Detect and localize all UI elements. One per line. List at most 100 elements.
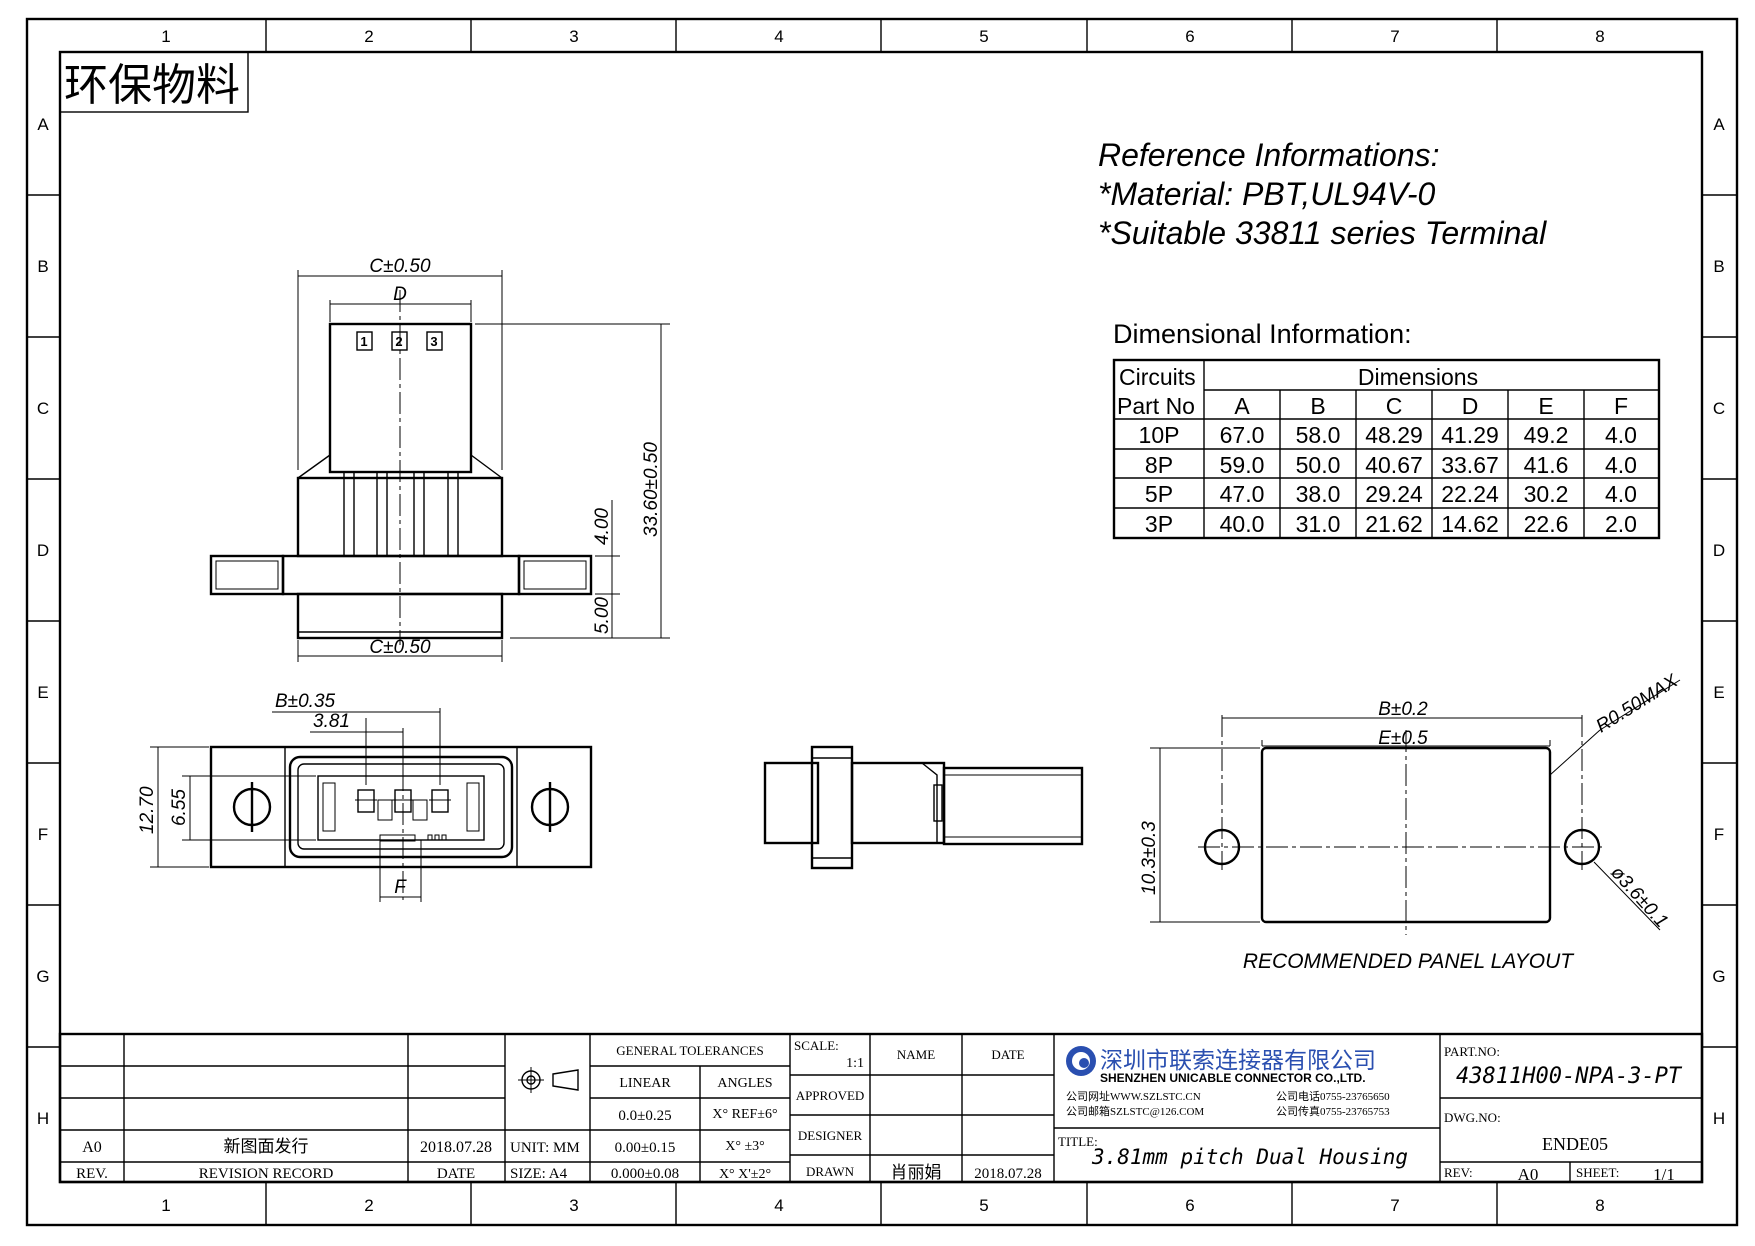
dim-f: F [394,877,407,898]
dim-cell: 58.0 [1296,422,1341,448]
dim-cell: 40.67 [1365,452,1423,478]
eco-stamp-text: 环保物料 [64,61,240,110]
dwg-label: DWG.NO: [1444,1110,1501,1125]
dim-row-part: 8P [1145,452,1173,478]
drawn-date: 2018.07.28 [974,1166,1042,1182]
dim-cell: 2.0 [1605,511,1637,537]
dim-row-part: 10P [1139,422,1180,448]
col-label-6-top: 6 [1185,27,1194,46]
pin-label-1: 1 [360,334,367,349]
rev-row-rev: A0 [82,1139,102,1156]
tol-angles-header: ANGLES [717,1076,772,1091]
col-label-1-top: 1 [161,27,170,46]
panel-dim-radius: R0.50MAX [1593,670,1683,737]
row-label-c-left: C [37,399,49,418]
panel-layout: B±0.2 E±0.5 R0.50MAX 10.3±0.3 ø3.6±0.1 R… [1139,670,1683,973]
part-label: PART.NO: [1444,1044,1500,1059]
dim-cell: 50.0 [1296,452,1341,478]
tol-angle-3: X° X'±2° [719,1167,771,1182]
dim-cell: 41.29 [1441,422,1499,448]
rev-header-record: REVISION RECORD [199,1166,334,1182]
dim-5-00: 5.00 [592,597,613,634]
panel-dim-height: 10.3±0.3 [1139,821,1160,895]
dim-6-55: 6.55 [169,789,190,826]
dim-cell: 4.0 [1605,481,1637,507]
top-view: B±0.35 3.81 12.70 6.55 F [137,691,593,902]
scale-label: SCALE: [794,1038,839,1053]
dim-cell: 4.0 [1605,422,1637,448]
sheet-label: SHEET: [1576,1165,1619,1180]
dim-b-top: B±0.35 [275,691,336,712]
row-label-g-right: G [1712,967,1725,986]
dim-cell: 29.24 [1365,481,1423,507]
general-tolerances: GENERAL TOLERANCES [616,1043,763,1058]
dim-cell: 40.0 [1220,511,1265,537]
panel-dim-b: B±0.2 [1378,699,1428,720]
row-label-e-left: E [37,683,48,702]
dim-col-b: B [1310,393,1325,419]
dimension-table: Dimensional Information: Circuits Part N… [1112,319,1661,540]
dim-col-a: A [1234,393,1250,419]
row-label-e-right: E [1713,683,1724,702]
panel-dim-e: E±0.5 [1378,728,1428,749]
dim-cell: 31.0 [1296,511,1341,537]
dim-c-top: C±0.50 [369,256,431,277]
rev-header-rev: REV. [76,1166,108,1182]
col-label-3-bottom: 3 [569,1196,578,1215]
unit-label: UNIT: MM [510,1140,580,1156]
approved-label: APPROVED [796,1088,865,1103]
dim-col-f: F [1614,393,1628,419]
dim-head-partno: Part No [1117,393,1195,419]
reference-title: Reference Informations: [1098,137,1440,173]
tol-linear-2: 0.00±0.15 [615,1140,676,1156]
company-fax: 公司传真0755-23765753 [1276,1104,1390,1118]
row-label-g-left: G [36,967,49,986]
designer-label: DESIGNER [798,1128,863,1143]
col-label-4-top: 4 [774,27,783,46]
col-label-1-bottom: 1 [161,1196,170,1215]
tol-linear-1: 0.0±0.25 [618,1108,671,1124]
pin-marker-1 [356,331,373,351]
dim-cell: 22.24 [1441,481,1499,507]
drawn-label: DRAWN [806,1164,855,1179]
name-label: NAME [897,1047,935,1062]
tol-linear-3: 0.000±0.08 [611,1166,679,1182]
company-logo-icon [1066,1046,1096,1076]
col-label-5-bottom: 5 [979,1196,988,1215]
reference-material: *Material: PBT,UL94V-0 [1098,176,1436,212]
dim-pitch: 3.81 [313,711,350,732]
dim-12-70: 12.70 [137,786,158,834]
col-label-7-top: 7 [1390,27,1399,46]
row-label-h-right: H [1713,1109,1725,1128]
company-tel: 公司电话0755-23765650 [1276,1090,1390,1103]
dim-table-title: Dimensional Information: [1113,319,1412,349]
sheet-value: 1/1 [1653,1165,1675,1184]
title-label: TITLE: [1058,1134,1098,1149]
rev-value: A0 [1518,1165,1539,1184]
dim-cell: 21.62 [1365,511,1423,537]
col-label-7-bottom: 7 [1390,1196,1399,1215]
size-label: SIZE: A4 [510,1166,568,1182]
dim-cell: 47.0 [1220,481,1265,507]
col-label-2-top: 2 [364,27,373,46]
tol-linear-header: LINEAR [619,1076,671,1091]
title-block: A0 新图面发行 2018.07.28 REV. REVISION RECORD… [58,1032,1704,1184]
pin-label-3: 3 [430,334,437,349]
dim-cell: 49.2 [1524,422,1569,448]
dim-cell: 22.6 [1524,511,1569,537]
company-name-en: SHENZHEN UNICABLE CONNECTOR CO.,LTD. [1100,1071,1366,1085]
dim-row-part: 3P [1145,511,1173,537]
drawn-name: 肖丽娟 [891,1163,942,1182]
rev-row-record: 新图面发行 [224,1137,309,1156]
reference-info: Reference Informations: *Material: PBT,U… [1098,137,1547,251]
row-label-h-left: H [37,1109,49,1128]
drawing-title: 3.81mm pitch Dual Housing [1091,1145,1408,1169]
col-label-8-bottom: 8 [1595,1196,1604,1215]
dim-cell: 67.0 [1220,422,1265,448]
dim-head-group: Dimensions [1358,364,1478,390]
rev-header-date: DATE [437,1166,475,1182]
dim-col-c: C [1386,393,1403,419]
row-label-b-right: B [1713,257,1724,276]
col-label-6-bottom: 6 [1185,1196,1194,1215]
